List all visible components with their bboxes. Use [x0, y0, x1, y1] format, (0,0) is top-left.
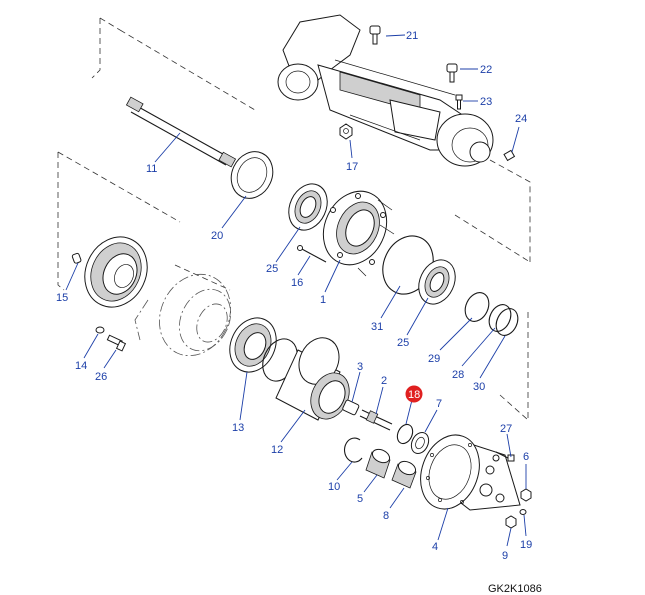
callout-24: 24	[515, 113, 527, 125]
part-14-washer	[95, 326, 105, 334]
callout-29: 29	[428, 353, 440, 365]
part-8-needle-bearing	[391, 460, 417, 489]
part-7-thrust-washer	[410, 431, 430, 455]
part-21-breather	[369, 25, 381, 45]
callout-5: 5	[357, 493, 363, 505]
part-23-bolt	[455, 94, 463, 110]
part-4-carrier	[420, 434, 521, 511]
callout-23: 23	[480, 96, 492, 108]
callout-21: 21	[406, 30, 418, 42]
callout-11: 11	[146, 163, 157, 175]
callout-27: 27	[500, 423, 512, 435]
drawing-code: GK2K1086	[488, 583, 542, 595]
part-20-seal	[230, 151, 274, 199]
callout-26: 26	[95, 371, 107, 383]
part-17-nut	[339, 123, 353, 140]
callout-20: 20	[211, 230, 223, 242]
callout-14: 14	[75, 360, 87, 372]
ring-gear	[84, 236, 148, 308]
part-15-pin	[71, 252, 82, 264]
leader-lines	[65, 34, 527, 547]
part-3-spacer	[342, 399, 360, 416]
callout-7: 7	[436, 398, 442, 410]
part-25-bearing-lower	[418, 259, 456, 305]
callout-1: 1	[320, 294, 326, 306]
callout-18: 18	[408, 389, 420, 401]
callout-28: 28	[452, 369, 464, 381]
part-18-snap-ring	[396, 423, 414, 445]
part-24-plug	[503, 149, 516, 162]
callout-15: 15	[56, 292, 68, 304]
alignment-lines	[57, 17, 531, 421]
part-11-axle-shaft	[125, 96, 237, 168]
part-29-ring	[464, 292, 490, 322]
callout-16: 16	[291, 277, 303, 289]
callout-6: 6	[523, 451, 529, 463]
phantom-carrier	[159, 273, 232, 357]
part-19-washer	[519, 509, 527, 515]
part-28-ring	[488, 304, 512, 332]
callout-3: 3	[357, 361, 363, 373]
callout-25-lower: 25	[397, 337, 409, 349]
callout-31: 31	[371, 321, 383, 333]
callout-2: 2	[381, 375, 387, 387]
part-5-needle-bearing	[365, 448, 391, 479]
part-9-plug	[505, 515, 517, 529]
part-16-stud	[297, 245, 327, 263]
callout-9: 9	[502, 550, 508, 562]
callouts: 21 22 23 17 24 11 20 25 16 1 31 25 29 28…	[56, 30, 532, 562]
part-22-plug	[446, 63, 458, 83]
part-13-gear	[229, 317, 277, 373]
callout-4: 4	[432, 541, 438, 553]
part-2-pin	[359, 409, 393, 431]
axle-housing	[277, 14, 494, 167]
callout-10: 10	[328, 481, 340, 493]
callout-17: 17	[346, 161, 358, 173]
part-26-bolt	[106, 334, 127, 352]
callout-22: 22	[480, 64, 492, 76]
callout-30: 30	[473, 381, 485, 393]
callout-19: 19	[520, 539, 532, 551]
callout-8: 8	[383, 510, 389, 522]
part-10-c-ring	[343, 437, 363, 463]
callout-13: 13	[232, 422, 244, 434]
part-12-sleeve	[275, 337, 350, 421]
part-1-hub	[322, 190, 395, 277]
part-6-plug	[520, 488, 532, 502]
highlight-badge-18	[405, 385, 423, 403]
part-30-ring	[495, 308, 519, 336]
callout-12: 12	[271, 444, 283, 456]
part-25-bearing-upper	[288, 183, 328, 231]
callout-25-upper: 25	[266, 263, 278, 275]
